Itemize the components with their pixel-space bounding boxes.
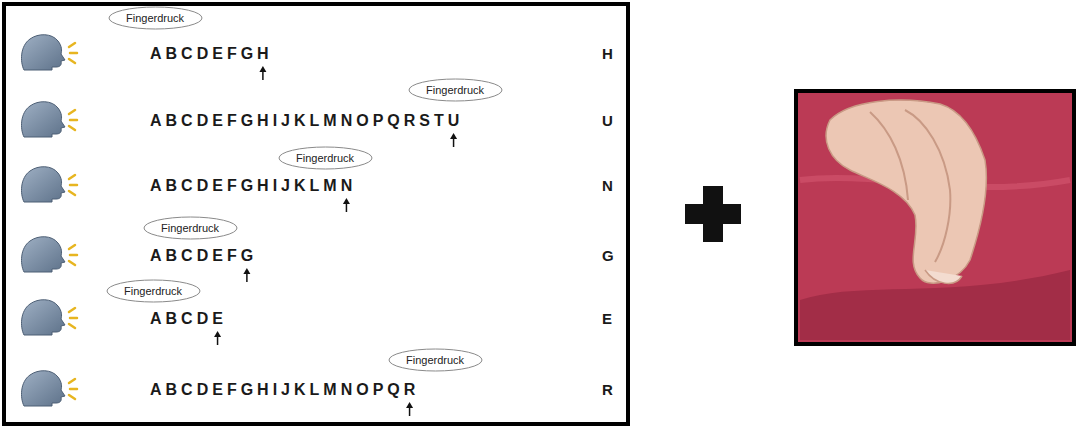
alphabet-sequence: ABCDEFGHIJKLMNOPQRSTU [150,111,463,131]
panel-border [4,4,628,424]
bubble-text: Fingerdruck [296,151,354,165]
bubble-text: Fingerdruck [161,221,219,235]
result-letter: E [602,309,612,329]
speaker-icons [22,35,77,406]
result-letter: N [602,176,613,196]
bubble-text: Fingerdruck [426,83,484,97]
alphabet-sequence: ABCDE [150,309,227,329]
arrow-head [343,198,350,204]
arrow-head [406,402,413,408]
alphabet-sequence: ABCDEFGH [150,44,273,64]
hand-photo [796,91,1074,344]
result-letter: G [602,246,614,266]
result-letter: R [602,380,613,400]
alphabet-sequence: ABCDEFGHIJKLMN [150,176,356,196]
speech-bubble: Fingerdruck [106,279,201,303]
plus-sign [685,186,741,242]
arrow-head [214,331,221,337]
result-letter: H [602,44,613,64]
alphabet-sequence: ABCDEFGHIJKLMNOPQR [150,380,419,400]
arrow-head [259,66,266,72]
bubble-text: Fingerdruck [124,284,182,298]
speech-bubble: Fingerdruck [143,216,238,240]
alphabet-sequence: ABCDEFG [150,246,257,266]
bubble-text: Fingerdruck [126,11,184,25]
bubble-text: Fingerdruck [406,353,464,367]
result-letter: U [602,111,613,131]
arrow-head [243,268,250,274]
speech-bubble: Fingerdruck [408,78,503,102]
arrow-head [450,133,457,139]
speech-bubble: Fingerdruck [388,348,483,372]
speech-bubble: Fingerdruck [278,146,373,170]
speech-bubble: Fingerdruck [108,6,203,30]
